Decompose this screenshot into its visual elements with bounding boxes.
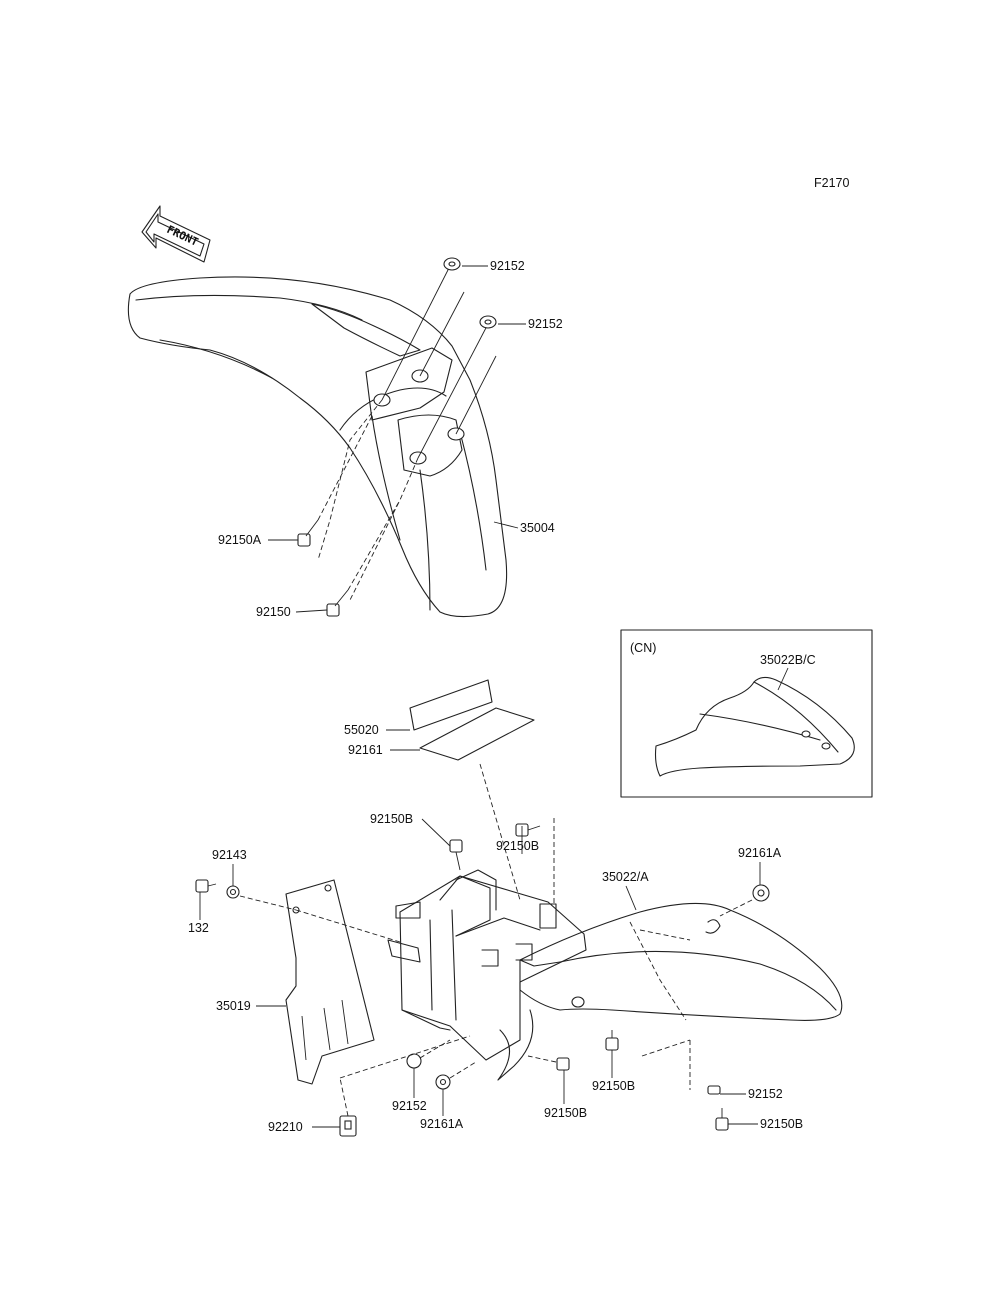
label-92150B: 92150B [760,1117,803,1131]
bolt-icon [195,879,217,893]
label-35019: 35019 [216,999,251,1013]
label-92152: 92152 [490,259,525,273]
label-35022B-C: 35022B/C [760,653,816,667]
bolt-icon [715,1108,729,1131]
front-fender-illustration [127,265,508,618]
label-92150B: 92150B [370,812,413,826]
label-92150B: 92150B [544,1106,587,1120]
plate-sheet-92161 [419,707,535,761]
label-55020: 55020 [344,723,379,737]
bolt-icon [297,415,373,547]
label-92152: 92152 [748,1087,783,1101]
bolt-icon [326,499,401,617]
rear-fender-illustration [519,902,843,1021]
label-92150B: 92150B [496,839,539,853]
bolt-icon [449,839,463,871]
grommet-icon [719,884,770,917]
label-92161: 92161 [348,743,383,757]
label-35022-A: 35022/A [602,870,649,884]
label-92161A: 92161A [420,1117,464,1131]
label-35004: 35004 [520,521,555,535]
washer-icon [479,315,497,329]
clip-icon [707,1085,721,1095]
label-92210: 92210 [268,1120,303,1134]
label-92150B: 92150B [592,1079,635,1093]
label-132: 132 [188,921,209,935]
nut-clip-icon [339,1115,357,1137]
bolt-icon [605,1030,619,1051]
inset-box: (CN) 35022B/C [620,629,873,798]
inset-tag: (CN) [630,641,656,655]
washer-icon [443,257,461,271]
washer-icon [226,885,240,899]
label-92150A: 92150A [218,533,262,547]
license-plate-bracket-illustration [239,879,401,1085]
label-92152: 92152 [528,317,563,331]
grommet-icon [435,1074,451,1090]
bracket-assembly-illustration [387,869,587,1081]
bolt-icon [556,1057,570,1071]
label-92150: 92150 [256,605,291,619]
label-92161A: 92161A [738,846,782,860]
plate-sheet-55020 [409,679,493,731]
figure-id: F2170 [814,176,849,190]
label-92152: 92152 [392,1099,427,1113]
label-92143: 92143 [212,848,247,862]
front-arrow-icon: FRONT [141,205,211,263]
